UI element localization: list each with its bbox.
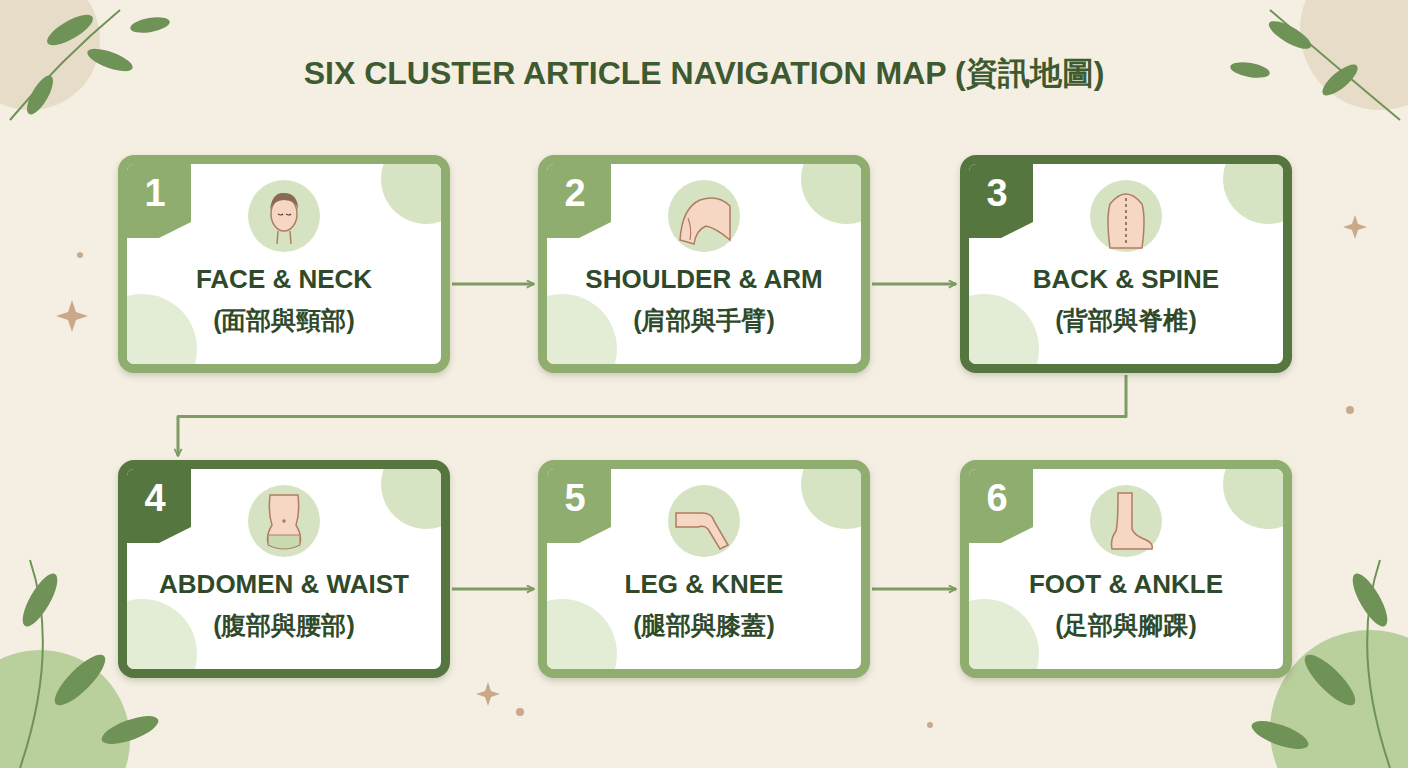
number-badge: 5 [547, 469, 611, 543]
number-badge: 4 [127, 469, 191, 543]
cluster-subtitle: (背部與脊椎) [969, 304, 1283, 337]
cluster-subtitle: (肩部與手臂) [547, 304, 861, 337]
callout-number: 1 [127, 172, 183, 215]
card-decor [381, 460, 450, 529]
body-icon [666, 483, 742, 559]
cluster-card: 6FOOT & ANKLE (足部與腳踝) [960, 460, 1292, 678]
title: SIX CLUSTER ARTICLE NAVIGATION MAP (資訊地圖… [0, 52, 1408, 96]
cluster-subtitle: (腹部與腰部) [127, 609, 441, 642]
cluster-title: LEG & KNEE [547, 569, 861, 600]
cluster-title: BACK & SPINE [969, 264, 1283, 295]
body-icon [246, 178, 322, 254]
callout-number: 5 [547, 477, 603, 520]
number-badge: 1 [127, 164, 191, 238]
flow-arrow [452, 283, 534, 286]
card-decor [960, 294, 1039, 373]
cluster-title: ABDOMEN & WAIST [127, 569, 441, 600]
card-decor [1223, 460, 1292, 529]
body-icon [1088, 483, 1164, 559]
cluster-card: 3BACK & SPINE (背部與脊椎) [960, 155, 1292, 373]
callout-number: 2 [547, 172, 603, 215]
number-badge: 3 [969, 164, 1033, 238]
cluster-title: FOOT & ANKLE [969, 569, 1283, 600]
card-decor [381, 155, 450, 224]
number-badge: 6 [969, 469, 1033, 543]
card-decor [1223, 155, 1292, 224]
cluster-card: 4ABDOMEN & WAIST (腹部與腰部) [118, 460, 450, 678]
flow-arrow [872, 283, 956, 286]
card-decor [538, 599, 617, 678]
flow-arrow [178, 375, 1126, 456]
callout-number: 6 [969, 477, 1025, 520]
number-badge: 2 [547, 164, 611, 238]
card-decor [801, 155, 870, 224]
body-icon [1088, 178, 1164, 254]
body-icon [666, 178, 742, 254]
card-decor [801, 460, 870, 529]
cluster-subtitle: (足部與腳踝) [969, 609, 1283, 642]
callout-number: 3 [969, 172, 1025, 215]
cluster-card: 5LEG & KNEE (腿部與膝蓋) [538, 460, 870, 678]
card-decor [118, 599, 197, 678]
cluster-subtitle: (面部與頸部) [127, 304, 441, 337]
flow-arrow [872, 588, 956, 591]
flow-arrow [452, 588, 534, 591]
cluster-subtitle: (腿部與膝蓋) [547, 609, 861, 642]
card-decor [538, 294, 617, 373]
cluster-card: 2SHOULDER & ARM (肩部與手臂) [538, 155, 870, 373]
body-icon [246, 483, 322, 559]
card-decor [118, 294, 197, 373]
cluster-title: SHOULDER & ARM [547, 264, 861, 295]
cluster-title: FACE & NECK [127, 264, 441, 295]
callout-number: 4 [127, 477, 183, 520]
card-decor [960, 599, 1039, 678]
cluster-card: 1FACE & NECK (面部與頸部) [118, 155, 450, 373]
